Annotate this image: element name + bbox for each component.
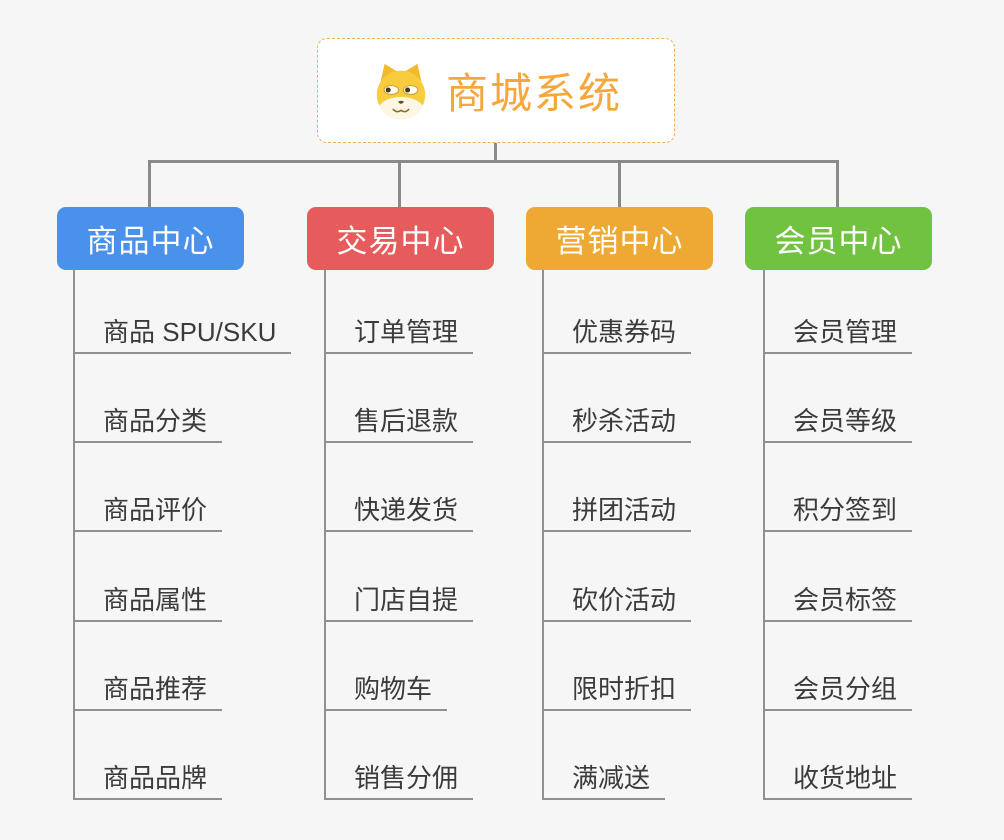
leaf-node[interactable]: 秒杀活动 bbox=[542, 401, 692, 443]
leaf-node[interactable]: 商品评价 bbox=[73, 490, 223, 532]
connector-drop-trade-center bbox=[398, 160, 401, 208]
leaf-node[interactable]: 商品分类 bbox=[73, 401, 223, 443]
leaf-node[interactable]: 购物车 bbox=[324, 669, 448, 711]
leaf-node[interactable]: 商品品牌 bbox=[73, 758, 223, 800]
leaf-node[interactable]: 会员标签 bbox=[763, 580, 913, 622]
root-node-label: 商城系统 bbox=[445, 70, 622, 117]
branch-node-trade-center[interactable]: 交易中心 bbox=[307, 207, 494, 270]
branch-children-product-center: 商品 SPU/SKU 商品分类商品评价商品属性商品推荐商品品牌 bbox=[73, 0, 333, 840]
leaf-node[interactable]: 拼团活动 bbox=[542, 490, 692, 532]
root-node-mall-system[interactable]: 商城系统 bbox=[317, 38, 675, 143]
connector-drop-product-center bbox=[148, 160, 151, 208]
branch-node-product-center[interactable]: 商品中心 bbox=[57, 207, 244, 270]
connector-drop-member-center bbox=[836, 160, 839, 208]
branch-node-marketing-center[interactable]: 营销中心 bbox=[526, 207, 713, 270]
leaf-node[interactable]: 优惠券码 bbox=[542, 312, 692, 354]
leaf-node[interactable]: 门店自提 bbox=[324, 580, 474, 622]
doge-icon bbox=[376, 63, 426, 119]
leaf-node[interactable]: 商品 SPU/SKU bbox=[73, 312, 292, 354]
connector-drop-marketing-center bbox=[618, 160, 621, 208]
branch-children-member-center: 会员管理会员等级积分签到会员标签会员分组收货地址 bbox=[763, 0, 1004, 840]
leaf-node[interactable]: 收货地址 bbox=[763, 758, 913, 800]
leaf-node[interactable]: 售后退款 bbox=[324, 401, 474, 443]
leaf-node[interactable]: 销售分佣 bbox=[324, 758, 474, 800]
leaf-node[interactable]: 会员等级 bbox=[763, 401, 913, 443]
leaf-node[interactable]: 砍价活动 bbox=[542, 580, 692, 622]
leaf-node[interactable]: 会员分组 bbox=[763, 669, 913, 711]
leaf-node[interactable]: 商品推荐 bbox=[73, 669, 223, 711]
branch-node-member-center[interactable]: 会员中心 bbox=[745, 207, 932, 270]
branch-children-trade-center: 订单管理售后退款快递发货门店自提购物车销售分佣 bbox=[324, 0, 584, 840]
connector-root-stub bbox=[494, 142, 497, 162]
leaf-node[interactable]: 商品属性 bbox=[73, 580, 223, 622]
leaf-node[interactable]: 限时折扣 bbox=[542, 669, 692, 711]
leaf-node[interactable]: 积分签到 bbox=[763, 490, 913, 532]
leaf-node[interactable]: 快递发货 bbox=[324, 490, 474, 532]
leaf-node[interactable]: 会员管理 bbox=[763, 312, 913, 354]
leaf-node[interactable]: 满减送 bbox=[542, 758, 666, 800]
connector-horizontal-bus bbox=[148, 160, 839, 163]
leaf-node[interactable]: 订单管理 bbox=[324, 312, 474, 354]
